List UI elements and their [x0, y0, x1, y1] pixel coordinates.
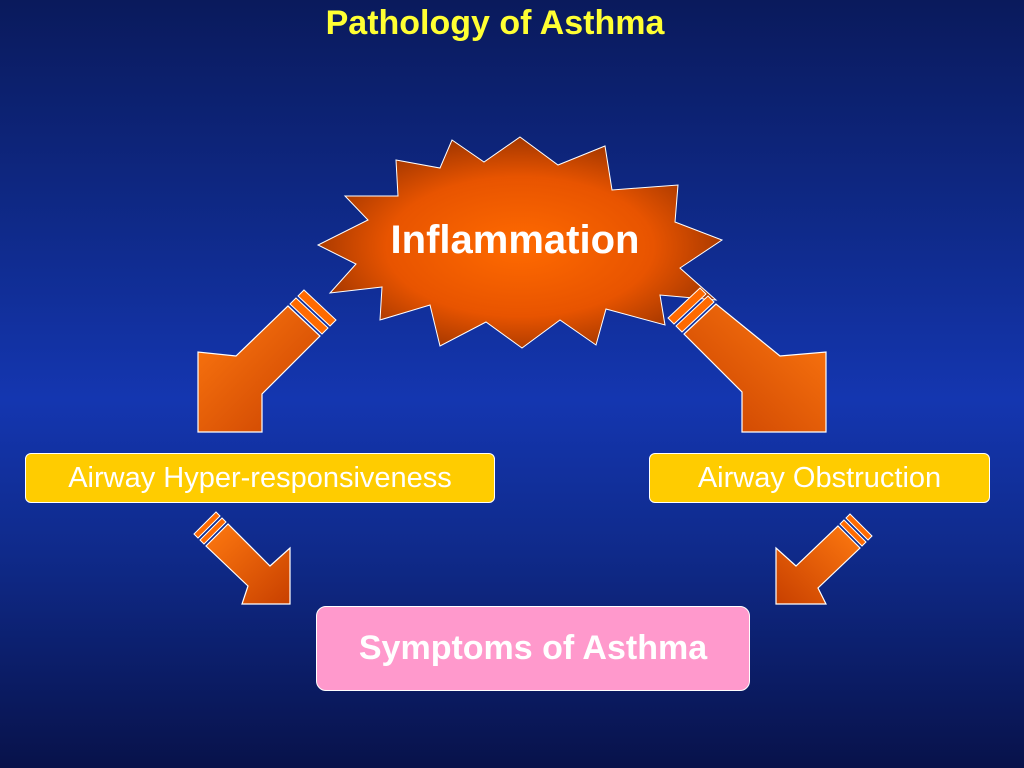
arrow-ao-to-symptoms — [775, 513, 873, 605]
arrow-inflammation-to-ao — [667, 287, 827, 433]
arrow-ahr-to-symptoms — [193, 511, 291, 605]
page-title: Pathology of Asthma — [325, 4, 665, 42]
symptoms-label: Symptoms of Asthma — [358, 629, 708, 667]
symptoms-box: Symptoms of Asthma — [316, 606, 750, 691]
airway-obstruction-box: Airway Obstruction — [649, 453, 990, 503]
inflammation-label: Inflammation — [390, 218, 640, 262]
inflammation-starburst — [316, 136, 724, 349]
arrow-inflammation-to-ahr — [197, 289, 337, 433]
airway-hyper-responsiveness-box: Airway Hyper-responsiveness — [25, 453, 495, 503]
airway-hyper-responsiveness-label: Airway Hyper-responsiveness — [68, 461, 452, 494]
airway-obstruction-label: Airway Obstruction — [697, 461, 942, 494]
